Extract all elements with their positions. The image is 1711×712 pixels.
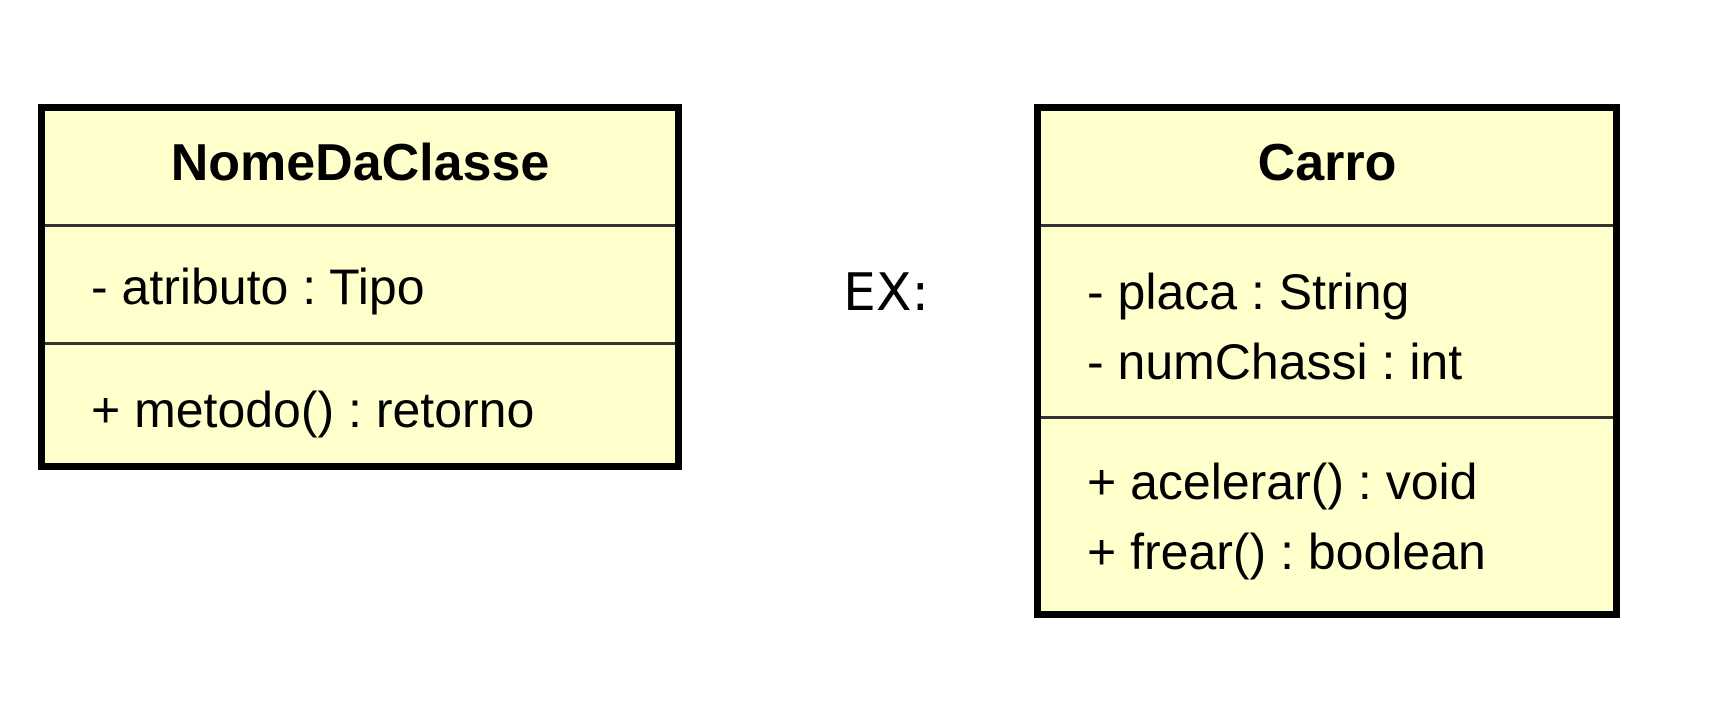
operations-section: + acelerar() : void + frear() : boolean [1041, 419, 1613, 587]
uml-class-box-example: Carro - placa : String - numChassi : int… [1034, 104, 1620, 618]
class-name: NomeDaClasse [45, 111, 675, 227]
attribute-item: - atributo : Tipo [91, 259, 425, 315]
attributes-section: - placa : String - numChassi : int [1041, 227, 1613, 419]
attribute-item: - numChassi : int [1087, 334, 1463, 390]
class-name: Carro [1041, 111, 1613, 227]
operation-item: + acelerar() : void [1087, 454, 1478, 510]
attribute-item: - placa : String [1087, 264, 1410, 320]
uml-class-box-template: NomeDaClasse - atributo : Tipo + metodo(… [38, 104, 682, 470]
operation-item: + frear() : boolean [1087, 524, 1486, 580]
operations-section: + metodo() : retorno [45, 345, 675, 445]
example-label: EX: [843, 263, 929, 323]
attributes-section: - atributo : Tipo [45, 227, 675, 345]
operation-item: + metodo() : retorno [91, 382, 535, 438]
